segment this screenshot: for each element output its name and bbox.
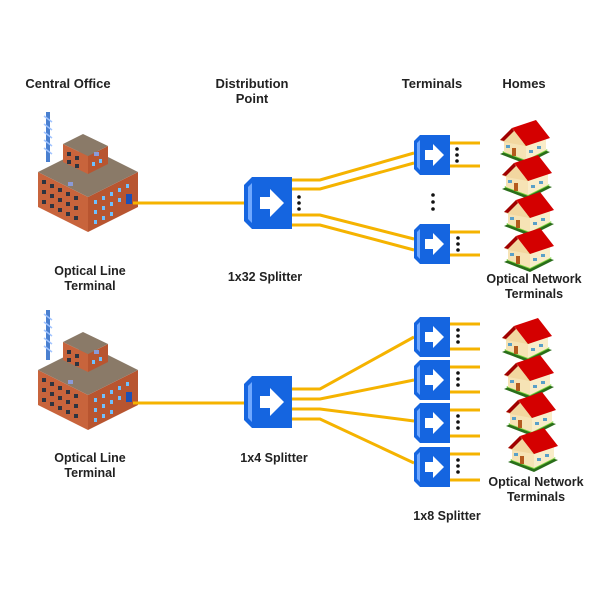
header-distribution-point-line1: Distribution [216,76,289,91]
home-icon [504,192,554,236]
terminal-splitter-icon [414,135,450,175]
ellipsis-icon [456,328,460,474]
header-central-office: Central Office [25,76,110,91]
home-icon [504,355,554,399]
home-icon [502,155,552,199]
splitter-1x8-icon [414,447,450,487]
fiber-branch [292,417,415,465]
ellipsis-icon [297,195,301,211]
secondary-splitter-label: 1x8 Splitter [413,509,481,523]
home-icon [500,120,550,164]
splitter-1x32-icon [244,177,292,229]
header-terminals: Terminals [402,76,462,91]
olt-label-line1: Optical Line [54,264,126,278]
header-homes: Homes [502,76,545,91]
home-icon [506,392,556,436]
splitter-label: 1x4 Splitter [240,451,308,465]
fiber-branch [292,213,415,241]
home-icon [504,228,554,272]
olt-label-line2: Terminal [64,279,115,293]
splitter-1x8-icon [414,403,450,443]
header-distribution-point-line2: Point [236,91,269,106]
central-office-building-icon [37,309,139,431]
terminal-splitter-icon [414,224,450,264]
olt-label-line1: Optical Line [54,451,126,465]
fiber-branch [292,151,415,182]
fiber-branch [292,335,415,391]
ellipsis-icon [431,147,460,252]
splitter-1x4-icon [244,376,292,428]
home-icon [502,318,552,362]
fiber-branch [292,223,415,252]
fiber-lines [133,141,480,257]
splitter-1x8-icon [414,317,450,357]
olt-label-line2: Terminal [64,466,115,480]
central-office-building-icon [37,111,139,233]
fiber-branch [292,161,415,191]
ont-label-line1: Optical Network [488,475,583,489]
fiber-branch [292,407,415,423]
fiber-lines [133,322,480,482]
home-icon [508,428,558,472]
bottom-network: Optical Line Terminal 1x4 Splitter 1x8 S… [37,309,584,523]
top-network: Optical Line Terminal 1x32 Splitter Opti… [37,111,582,301]
fiber-branch [292,378,415,401]
ont-label-line1: Optical Network [486,272,581,286]
ont-label-line2: Terminals [505,287,563,301]
splitter-1x8-icon [414,360,450,400]
ont-label-line2: Terminals [507,490,565,504]
splitter-label: 1x32 Splitter [228,270,302,284]
